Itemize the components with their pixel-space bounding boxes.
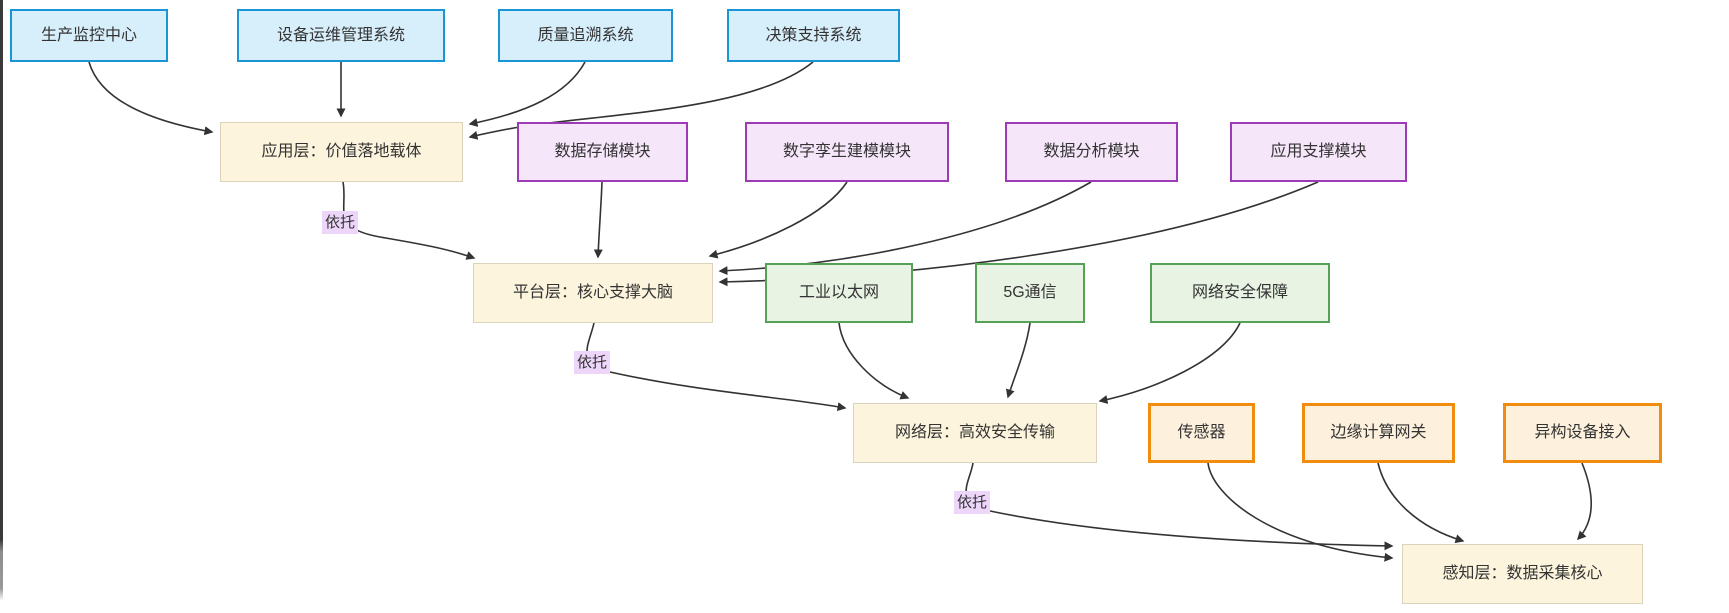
node-data-storage-module: 数据存储模块 bbox=[517, 122, 688, 182]
node-platform-layer: 平台层：核心支撑大脑 bbox=[473, 263, 713, 323]
edge-decision-support-to-application bbox=[468, 61, 814, 140]
node-hetero-device-access: 异构设备接入 bbox=[1503, 403, 1662, 463]
edge-label-depend-3: 依托 bbox=[954, 491, 991, 514]
edge-edge-gateway-to-perception bbox=[1377, 462, 1465, 544]
node-sensor: 传感器 bbox=[1148, 403, 1255, 463]
node-application-layer: 应用层：价值落地载体 bbox=[220, 122, 463, 182]
node-decision-support-system: 决策支持系统 bbox=[727, 9, 900, 62]
node-app-support-module: 应用支撑模块 bbox=[1230, 122, 1407, 182]
node-network-security: 网络安全保障 bbox=[1150, 263, 1330, 323]
edge-application-to-platform bbox=[342, 181, 476, 260]
node-perception-layer: 感知层：数据采集核心 bbox=[1402, 544, 1643, 604]
edge-network-security-to-network bbox=[1098, 322, 1241, 404]
edge-platform-to-network bbox=[586, 322, 847, 412]
edge-sensor-to-perception bbox=[1207, 462, 1394, 562]
window-left-edge bbox=[0, 0, 3, 613]
node-equipment-om-system: 设备运维管理系统 bbox=[237, 9, 445, 62]
edge-5g-to-network bbox=[1005, 322, 1031, 399]
node-production-monitoring-center: 生产监控中心 bbox=[10, 9, 168, 62]
edge-quality-trace-to-application bbox=[468, 61, 586, 127]
node-digital-twin-module: 数字孪生建模模块 bbox=[745, 122, 949, 182]
edge-label-depend-2: 依托 bbox=[574, 351, 611, 374]
edge-data-analysis-to-platform bbox=[718, 181, 1092, 276]
node-edge-computing-gateway: 边缘计算网关 bbox=[1302, 403, 1455, 463]
node-network-layer: 网络层：高效安全传输 bbox=[853, 403, 1097, 463]
edge-industrial-ethernet-to-network bbox=[838, 322, 910, 400]
edge-digital-twin-to-platform bbox=[708, 181, 848, 259]
node-industrial-ethernet: 工业以太网 bbox=[765, 263, 913, 323]
edge-network-to-perception bbox=[965, 462, 1394, 551]
edge-production-monitoring-to-application bbox=[88, 61, 214, 136]
edge-data-storage-to-platform bbox=[593, 181, 603, 259]
edge-label-depend-1: 依托 bbox=[322, 211, 359, 234]
edge-hetero-device-to-perception bbox=[1576, 462, 1592, 541]
node-quality-trace-system: 质量追溯系统 bbox=[498, 9, 673, 62]
node-5g-communication: 5G通信 bbox=[975, 263, 1085, 323]
node-data-analysis-module: 数据分析模块 bbox=[1005, 122, 1178, 182]
